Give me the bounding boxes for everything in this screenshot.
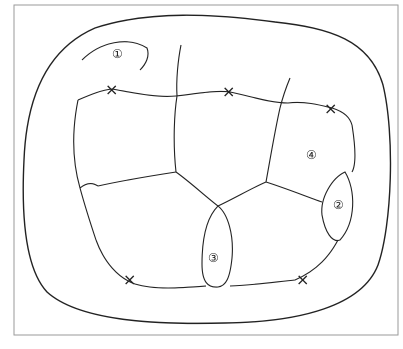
region-label-3: ③	[208, 251, 219, 265]
region-3-outline	[202, 206, 232, 287]
tooth-outline	[23, 15, 390, 323]
figure-frame	[14, 5, 398, 335]
region-label-1: ①	[112, 47, 123, 61]
region-label-2: ②	[333, 198, 344, 212]
cross-marker: ×	[123, 270, 136, 289]
cross-marker: ×	[105, 80, 118, 99]
cross-marker: ×	[296, 270, 309, 289]
cross-marker: ×	[324, 99, 337, 118]
region-label-4: ④	[306, 148, 317, 162]
cross-marker: ×	[222, 82, 235, 101]
